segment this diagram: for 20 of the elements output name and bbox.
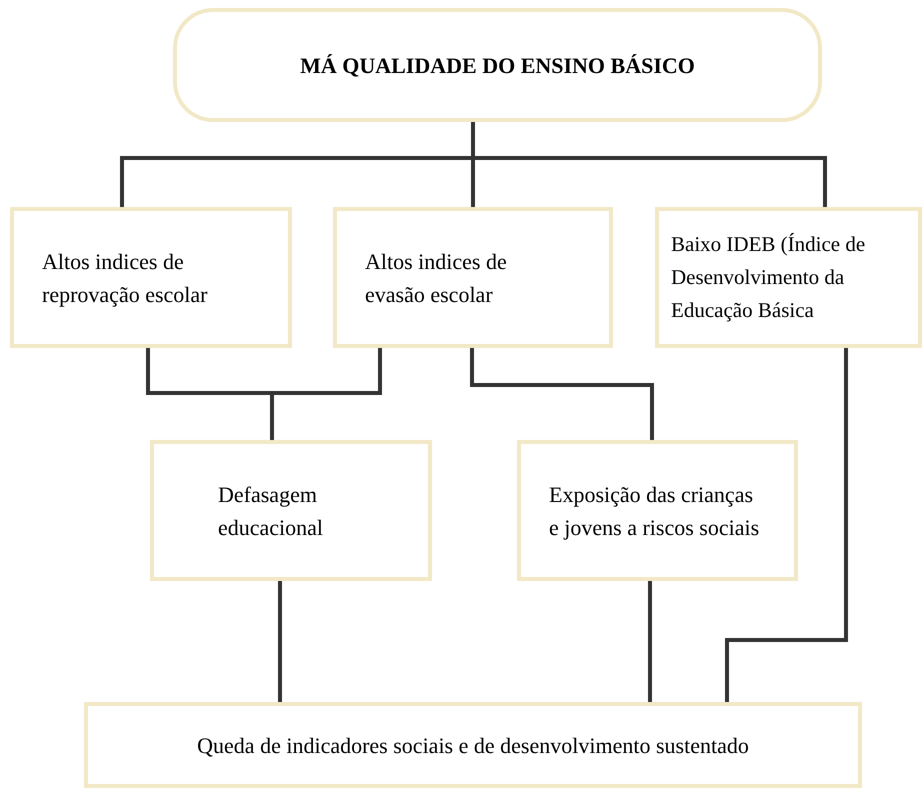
box-text: MÁ QUALIDADE DO ENSINO BÁSICO <box>299 52 696 80</box>
effect-box <box>150 440 432 581</box>
connector-line <box>471 122 827 207</box>
connector-line <box>470 348 654 440</box>
box-text: Exposição das crianças e jovens a riscos sociais <box>549 480 760 542</box>
connector-line <box>270 348 382 440</box>
box-text: Defasagem educacional <box>218 480 324 542</box>
connector-line <box>648 581 652 702</box>
effect-box <box>517 440 798 581</box>
connector-line <box>725 348 848 702</box>
box-text: Altos indices de reprovação escolar <box>42 248 209 309</box>
cause-box <box>655 207 922 348</box>
cause-box <box>10 207 292 348</box>
box-text: Baixo IDEB (Índice de Desenvolvimento da Educação Básica <box>671 231 866 324</box>
box-text: Altos indices de evasão escolar <box>365 248 508 308</box>
box-text: Queda de indicadores sociais e de desenvolvimento sustentado <box>196 732 750 760</box>
outcome-box <box>84 702 862 788</box>
cause-box <box>333 207 613 348</box>
root-problem-box <box>173 8 822 122</box>
connector-line <box>278 581 282 702</box>
